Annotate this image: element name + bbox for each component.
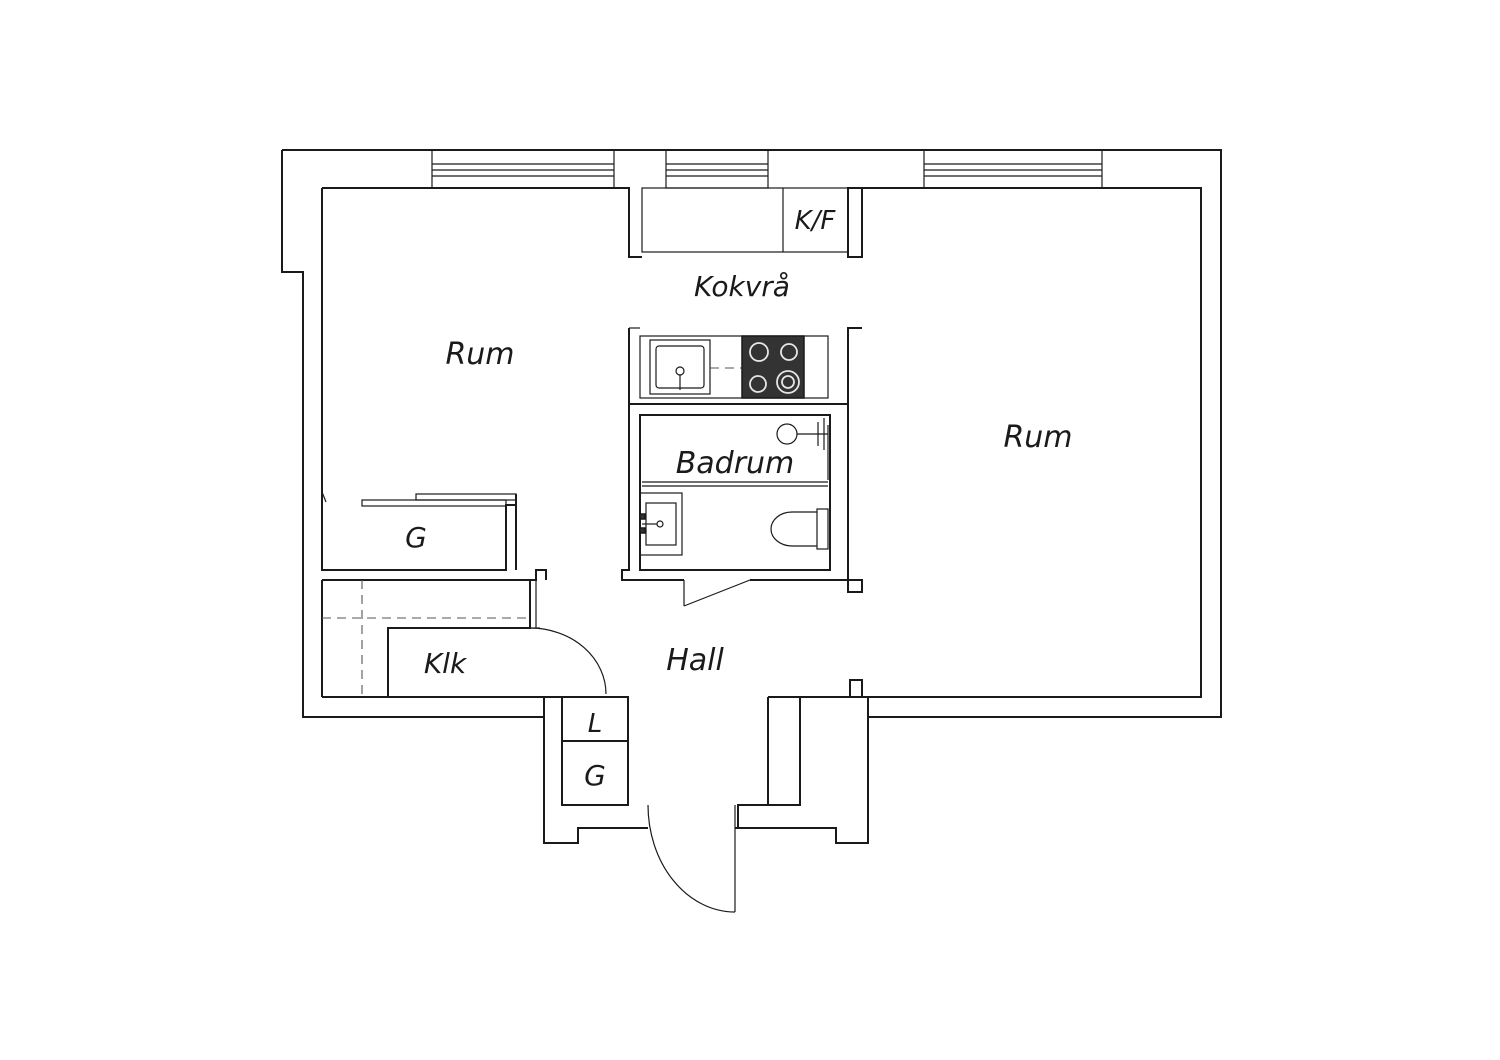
bathroom-door	[683, 579, 751, 607]
room-label-g-left: G	[405, 521, 427, 554]
closet-left	[321, 491, 517, 571]
room-label-rum-right: Rum	[1003, 420, 1072, 455]
room-label-kf: K/F	[795, 206, 837, 236]
closet-klk	[321, 569, 607, 698]
closets-entrance	[543, 696, 869, 828]
room-label-klk: Klk	[424, 647, 468, 680]
room-label-kokvra: Kokvrå	[694, 270, 790, 303]
shower-icon	[776, 418, 829, 480]
kitchen-sink-icon	[649, 339, 742, 395]
entrance-door	[647, 804, 736, 913]
room-label-rum-left: Rum	[445, 337, 514, 372]
stove-icon	[741, 335, 805, 399]
toilet-icon	[770, 508, 829, 550]
room-label-g-bottom: G	[584, 759, 606, 792]
shower-rail	[642, 481, 828, 487]
room-label-badrum: Badrum	[676, 446, 795, 481]
room-label-l: L	[588, 709, 603, 739]
washbasin-icon	[639, 492, 683, 556]
kitchen-niche	[614, 187, 863, 258]
room-label-hall: Hall	[666, 643, 724, 678]
windows	[431, 149, 1103, 189]
exterior-walls	[281, 149, 1222, 844]
